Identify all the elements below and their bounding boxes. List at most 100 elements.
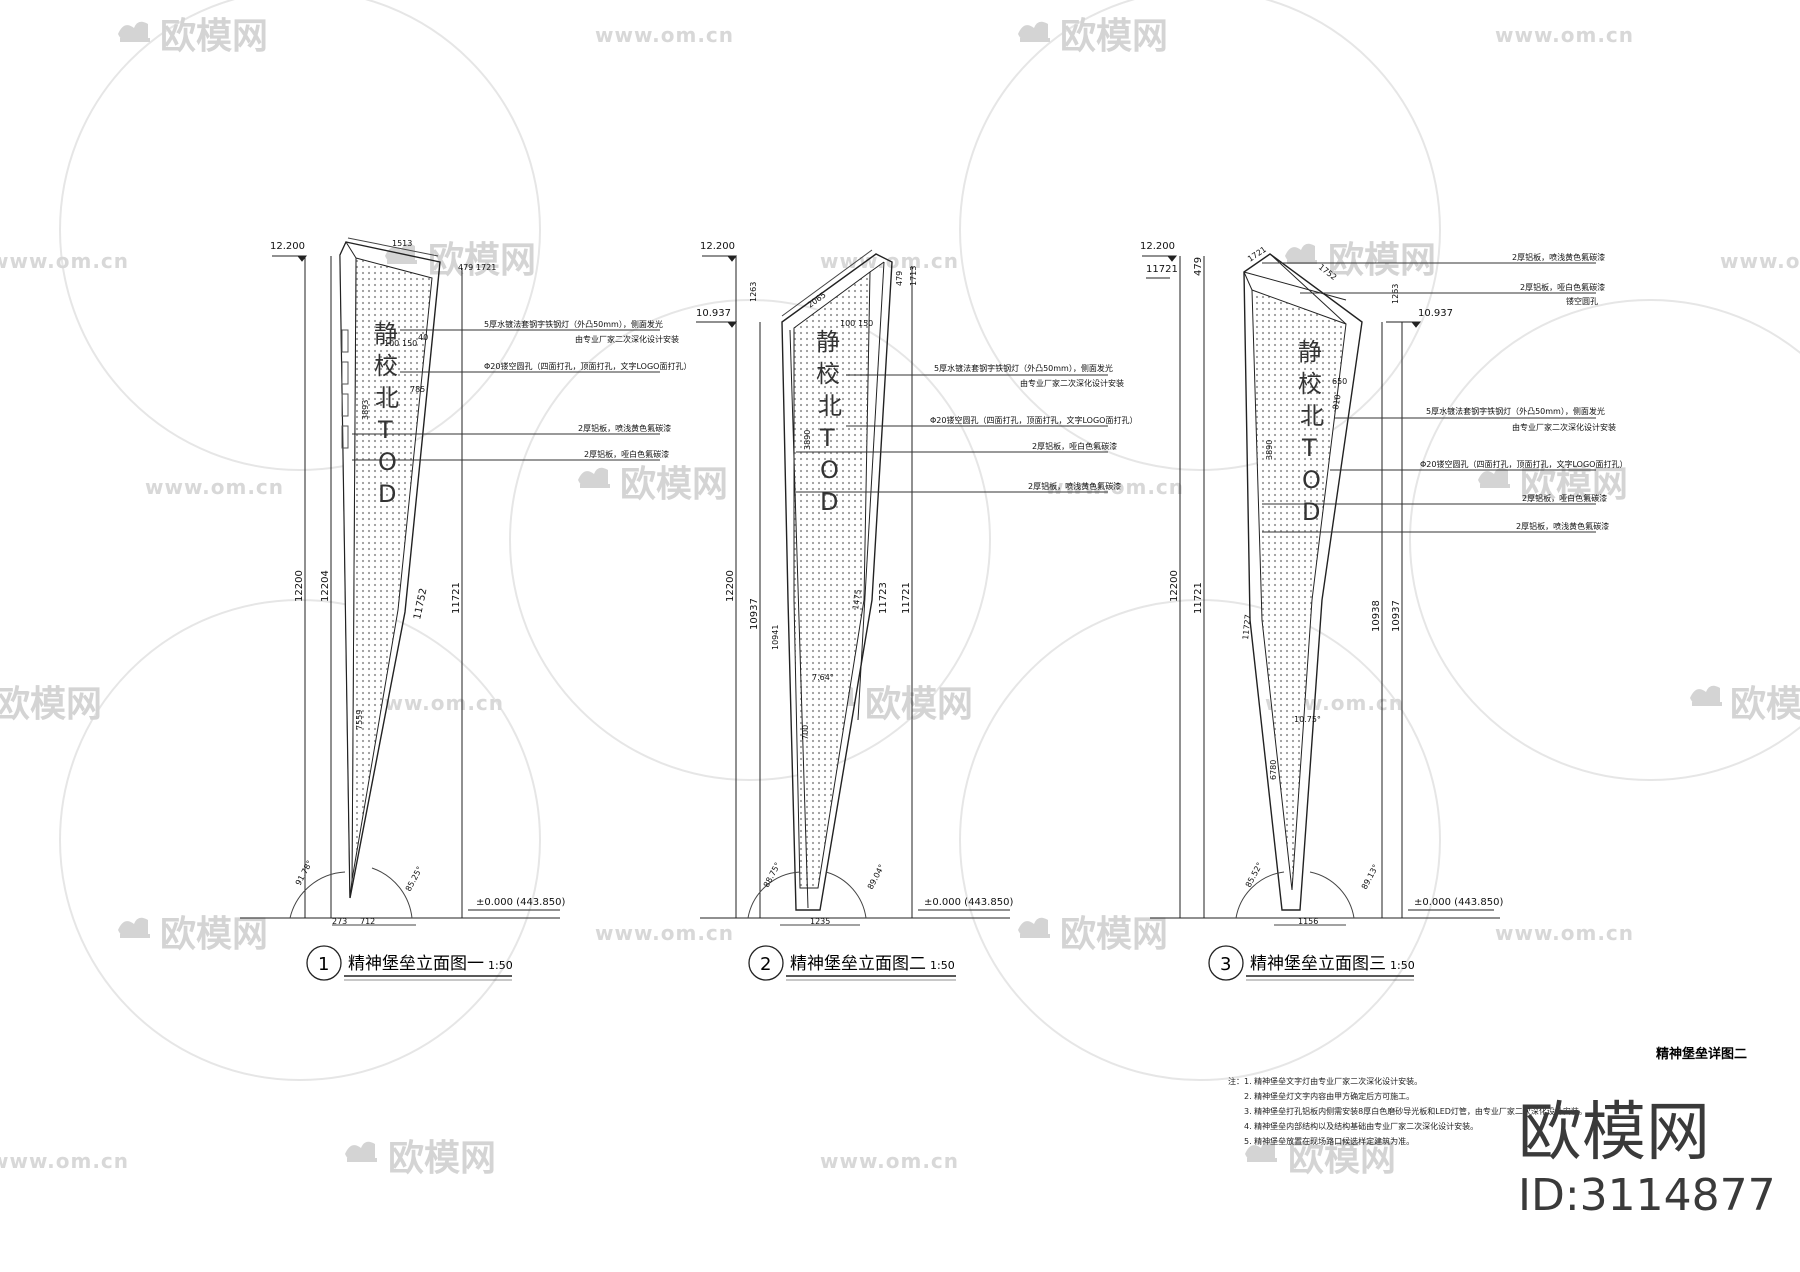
watermark-layer: 欧模网 www.om.cn 欧模网 www.om.cn www.om.cn 欧模… [0,0,1800,1179]
dim-mid: 1263 [749,282,758,302]
sign-glyph: 静 [816,328,840,356]
dim-total: 12200 [1169,570,1180,602]
dim-top-c: 1713 [909,266,918,286]
level-base-label: ±0.000 (443.850) [476,897,565,908]
watermark-logo-icon [578,467,610,488]
brand-id: ID:3114877 [1518,1170,1776,1221]
annotation-text: 2厚铝板，喷浅黄色氟碳漆 [1516,521,1609,531]
dim-upper: 3890 [803,430,812,450]
watermark-url: www.om.cn [595,921,734,945]
sign-glyph: 校 [374,352,398,380]
elevation-number: 3 [1220,954,1231,975]
dim-gap: 100 [384,339,399,348]
dim-upper: 3890 [1265,440,1274,460]
sign-glyph: T [1301,434,1317,462]
dim-base-right: 712 [360,917,375,926]
dim-left-top: 479 [1193,257,1204,276]
sign-glyph: O [1302,466,1321,494]
watermark-text: 欧模网 [1520,464,1628,505]
watermark-url: www.om.cn [0,1149,129,1173]
annotation-text: 由专业厂家二次深化设计安装 [1512,422,1616,432]
dim-gap-2: 150 [402,339,417,348]
annotation-text: 2厚铝板，哑白色氟碳漆 [1520,282,1605,292]
sign-glyph: T [819,424,835,452]
sheet-title: 精神堡垒详图二 [1656,1046,1747,1062]
watermark-text: 欧模网 [160,914,268,955]
dim-top-a: 1721 [1246,245,1268,264]
watermark-logo-icon [118,917,150,938]
angle-right: 89.04° [866,863,887,891]
annotation-text: 镂空圆孔 [1566,296,1598,306]
note-item: 1. 精神堡垒文字灯由专业厂家二次深化设计安装。 [1244,1076,1422,1086]
dim-650: 650 [1332,377,1347,386]
sign-glyph: D [820,488,838,516]
angle-left: 88.75° [762,861,783,889]
annotation-text: 2厚铝板，喷浅黄色氟碳漆 [578,423,671,433]
watermark-text: 欧模网 [620,464,728,505]
watermark-text: 欧模网 [1288,1138,1396,1179]
sign-glyph: D [378,480,396,508]
sign-glyph: O [378,448,397,476]
dim-right-outer: 11721 [451,582,462,614]
sign-glyph: 静 [374,320,398,348]
notes-label: 注： [1228,1076,1244,1086]
dim-small-b: 1475 [851,589,863,610]
watermark-logo-icon [1018,21,1050,42]
sign-glyph: D [1302,498,1320,526]
dim-left: 12204 [320,570,331,602]
level-top-label: 12.200 [700,241,735,252]
elevation-title: 精神堡垒立面图三 [1250,954,1386,974]
annotation-text: 由专业厂家二次深化设计安装 [1020,378,1124,388]
dim-upper: 3893 [361,400,370,420]
annotation-text: 5厚水镀法套钢字铁钢灯（外凸50mm），侧面发光 [484,319,663,329]
dim-base: 1156 [1298,917,1318,926]
elevation-scale: 1:50 [1390,959,1415,972]
level-base-label: ±0.000 (443.850) [924,897,1013,908]
dim-small-c: 785 [410,385,425,394]
watermark-text: 欧模网 [160,16,268,57]
dim-gap-2: 150 [858,319,873,328]
watermark-logo-icon [345,1141,377,1162]
angle-mid: 10.75° [1294,715,1321,724]
sign-glyph: 静 [1298,338,1322,366]
annotation-text: Φ20镂空圆孔（四面打孔，顶面打孔，文字LOGO面打孔） [484,361,691,371]
dim-base-left: 273 [332,917,347,926]
watermark-text: 欧模网 [1060,16,1168,57]
watermark-text: 欧模网 [1730,684,1800,725]
elevation-scale: 1:50 [488,959,513,972]
annotation-text: 2厚铝板，哑白色氟碳漆 [1522,493,1607,503]
sign-glyph: 校 [1298,370,1322,398]
dim-left: 11721 [1193,582,1204,614]
elevation-title: 精神堡垒立面图一 [348,954,484,974]
sign-glyph: 北 [818,392,842,420]
annotation-text: 2厚铝板，哑白色氟碳漆 [1032,441,1117,451]
annotation-text: 由专业厂家二次深化设计安装 [575,334,679,344]
watermark-url: www.om.cn [820,1149,959,1173]
watermark-logo-icon [1018,917,1050,938]
sign-glyph: 北 [1300,402,1324,430]
watermark-logo-icon [118,21,150,42]
dim-left-2: 10941 [771,625,780,650]
watermark-text: 欧模网 [428,240,536,281]
watermark-text: 欧模网 [0,684,102,725]
watermark-url: www.om.cn [1045,475,1184,499]
angle-left: 91.78° [294,859,315,887]
dim-gap: 100 [840,319,855,328]
dim-slant: 11727 [1241,614,1253,640]
angle-right: 85.25° [404,865,425,893]
watermark-url: www.om.cn [595,23,734,47]
dim-mid: 1263 [1391,284,1400,304]
dim-right-b: 10937 [1391,600,1402,632]
annotation-text: 2厚铝板，喷浅黄色氟碳漆 [1512,252,1605,262]
dim-top-b: 479 [895,271,904,286]
watermark-logo-icon [1690,685,1722,706]
dim-small-a: 40 [418,333,428,342]
dim-total: 12200 [294,570,305,602]
angle-mid: 7.64° [812,673,834,682]
sign-glyph: T [377,416,393,444]
dim-right-outer: 11721 [901,582,912,614]
level-top-label: 12.200 [270,241,305,252]
watermark-text: 欧模网 [1328,240,1436,281]
elevation-number: 1 [318,954,329,975]
